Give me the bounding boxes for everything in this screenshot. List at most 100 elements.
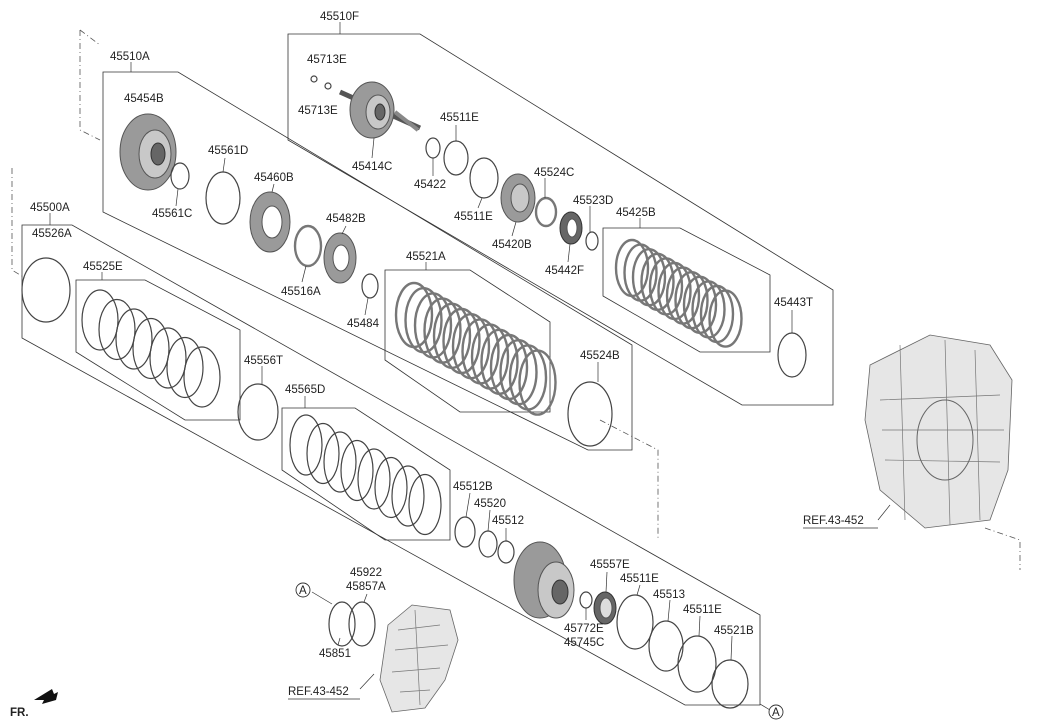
housing-right [864,334,1013,529]
snap-ring-45526a [21,257,71,323]
label-45420b: 45420B [492,239,532,251]
centerline-top [79,29,101,46]
group-box-45500a [21,224,761,706]
ring-45520 [478,530,498,558]
marker-a-left: A [299,585,307,597]
sub-box-45525e [75,279,241,421]
label-45511e-b: 45511E [454,211,493,223]
ring-45511e-a [443,140,469,176]
ring-45561d [205,171,241,225]
label-45772e: 45772E [564,623,604,635]
centerline-left [11,168,26,279]
label-45521a: 45521A [406,251,446,263]
housing-bottom [379,604,459,713]
marker-a-circle-left [295,582,311,598]
ring-45484 [361,273,379,299]
snap-ring-45524b [567,381,613,447]
label-45510f: 45510F [320,11,359,23]
seal-45557e [593,591,617,625]
seal-45851 [328,601,356,647]
centerline-left-group [79,30,101,141]
label-45524b: 45524B [580,350,620,362]
clutch-plate [289,414,323,476]
clutch-plate [115,308,153,370]
label-45510a: 45510A [110,51,150,63]
washer-45442f [559,211,583,245]
pin-45713e-a [310,75,318,83]
ring-45511e-d [677,635,717,693]
clutch-plate [374,456,408,519]
seal-45857a [348,601,376,647]
label-45713e-top: 45713E [307,54,347,66]
clutch-plates-45521a [394,281,557,416]
label-45443t: 45443T [774,297,813,309]
hub-45420b [500,173,536,223]
bearing-45524c [534,196,558,228]
label-45460b: 45460B [254,172,294,184]
clutch-plate [708,289,743,348]
label-45512b: 45512B [453,481,493,493]
leader-lines [49,22,891,711]
ring-45512 [497,540,515,564]
label-45922: 45922 [350,567,382,579]
clutch-plate [183,346,221,408]
shaft-gear-45414c [338,81,422,139]
front-arrow-icon [34,689,58,704]
clutch-plates-45525e [81,289,221,408]
centerline-mid [599,419,659,540]
label-45511e-d: 45511E [683,604,722,616]
ring-45523d [585,231,599,251]
label-45442f: 45442F [545,265,584,277]
label-45520: 45520 [474,498,506,510]
label-45745c: 45745C [564,637,604,649]
label-45511e-a: 45511E [440,112,479,124]
ring-45521b [711,659,749,709]
label-45565d: 45565D [285,384,325,396]
piston-45460b [249,191,291,253]
label-45482b: 45482B [326,213,366,225]
ref-label-bottom[interactable]: REF.43-452 [288,686,349,698]
label-45512: 45512 [492,515,524,527]
bearing-45516a [293,224,323,268]
label-45511e-c: 45511E [620,573,659,585]
clutch-plate [518,349,557,416]
snap-ring-45443t [777,332,807,378]
group-box-45510f [287,33,834,406]
label-45414c: 45414C [352,161,392,173]
ring-45511e-b [469,157,499,199]
gear-45454b [119,113,177,191]
sub-box-45565d [281,407,451,541]
label-45521b: 45521B [714,625,754,637]
clutch-plate [408,473,442,536]
ring-45772e [579,591,593,609]
clutch-plate [357,448,391,510]
pin-45713e-b [324,82,332,90]
label-45422: 45422 [414,179,446,191]
marker-a-circle-right [768,704,784,720]
hub-drum [513,541,575,619]
clutch-plates-45565d [289,414,442,536]
label-45526a: 45526A [32,228,72,240]
ring-45422 [425,137,441,159]
label-45561d: 45561D [208,145,248,157]
clutch-plate [98,298,136,361]
ring-45561c [170,162,190,190]
label-45425b: 45425B [616,207,656,219]
ref-label-right[interactable]: REF.43-452 [803,515,864,527]
label-45525e: 45525E [83,261,123,273]
group-box-45510a [102,71,633,451]
clutch-plate [323,431,357,493]
label-45513: 45513 [653,589,685,601]
label-45851: 45851 [319,648,351,660]
snap-ring-45556t [237,383,279,441]
label-45557e: 45557E [590,559,630,571]
sub-box-45521a [384,269,551,413]
marker-a-right: A [772,707,780,719]
clutch-plate [149,327,187,389]
centerline-right [984,527,1021,570]
label-45524c: 45524C [534,167,574,179]
label-45484: 45484 [347,318,380,330]
clutch-plate [81,289,119,351]
clutch-plate [391,465,425,527]
